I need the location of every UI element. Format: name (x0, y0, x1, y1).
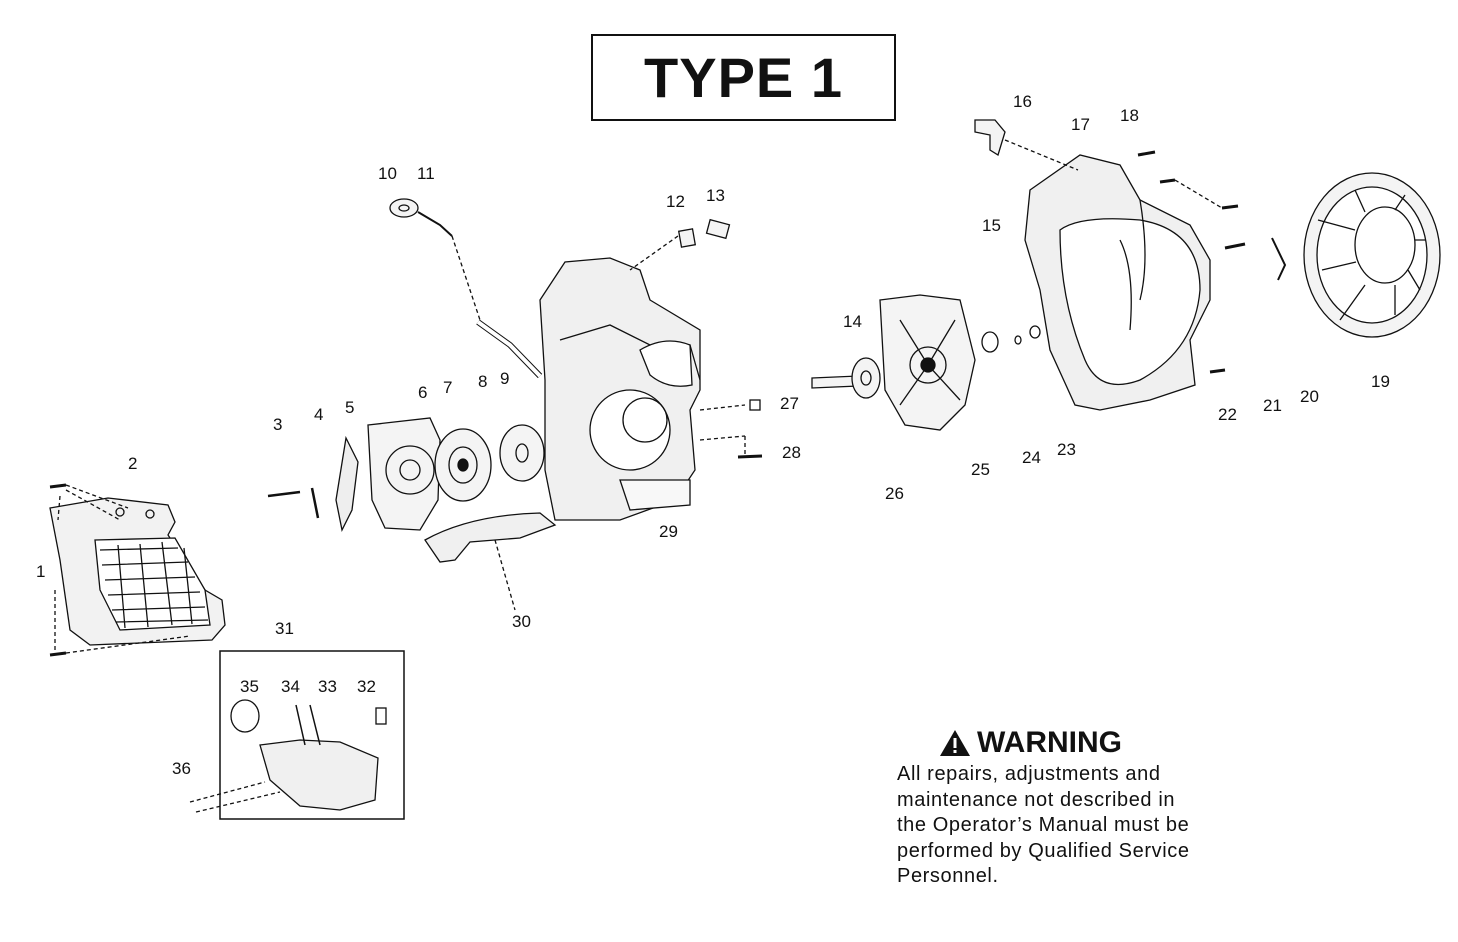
warning-header: WARNING (939, 726, 1257, 760)
callout-34: 34 (281, 677, 300, 696)
callout-20: 20 (1300, 387, 1319, 406)
callout-14: 14 (843, 312, 862, 331)
callout-16: 16 (1013, 92, 1032, 111)
warning-line: the Operator’s Manual must be (897, 814, 1190, 836)
clip-12 (677, 228, 697, 248)
callout-2: 2 (128, 454, 138, 473)
inset-box-31 (219, 650, 405, 820)
callout-3: 3 (273, 415, 283, 434)
callout-1: 1 (36, 562, 46, 581)
callout-29: 29 (659, 522, 678, 541)
callout-8: 8 (478, 372, 488, 391)
warning-triangle-icon (940, 730, 970, 756)
callout-31: 31 (275, 619, 294, 638)
starter-housing-part (367, 417, 441, 531)
callout-35: 35 (240, 677, 259, 696)
warning-notice: WARNING All repairs, adjustments and mai… (897, 726, 1257, 890)
warning-text: All repairs, adjustments and maintenance… (897, 762, 1257, 890)
callout-33: 33 (318, 677, 337, 696)
warning-line: All repairs, adjustments and (897, 763, 1161, 785)
warning-line: maintenance not described in (897, 788, 1176, 811)
switch-part (974, 119, 1006, 157)
callout-30: 30 (512, 612, 531, 631)
front-cover-part (49, 497, 226, 646)
spacer-part (851, 357, 881, 399)
fuel-cap-part (389, 198, 453, 237)
callout-15: 15 (982, 216, 1001, 235)
callout-19: 19 (1371, 372, 1390, 391)
callout-13: 13 (706, 186, 725, 205)
callout-22: 22 (1218, 405, 1237, 424)
callout-32: 32 (357, 677, 376, 696)
page-title: TYPE 1 (644, 46, 843, 109)
washer-part (499, 424, 545, 482)
callout-36: 36 (172, 759, 191, 778)
shaft-part (811, 375, 859, 389)
callout-17: 17 (1071, 115, 1090, 134)
cover-screws (49, 483, 67, 657)
callout-24: 24 (1022, 448, 1041, 467)
warning-line: performed by Qualified Service (897, 839, 1190, 862)
clip-13 (705, 218, 731, 240)
type-title-box: TYPE 1 (591, 34, 896, 121)
callout-18: 18 (1120, 106, 1139, 125)
callout-9: 9 (500, 369, 510, 388)
callout-26: 26 (885, 484, 904, 503)
fuel-tank-part (230, 699, 387, 811)
warning-line: Personnel. (897, 865, 999, 887)
callout-25: 25 (971, 460, 990, 479)
callout-11: 11 (417, 164, 435, 183)
callout-28: 28 (782, 443, 801, 462)
callout-21: 21 (1263, 396, 1282, 415)
gasket-part (335, 435, 359, 532)
intake-guard-part (1303, 172, 1441, 338)
warning-title: WARNING (977, 726, 1122, 759)
handle-part (424, 512, 557, 611)
callout-23: 23 (1057, 440, 1076, 459)
callout-10: 10 (378, 164, 397, 183)
impeller-part (879, 294, 976, 431)
blower-housing-part (1024, 154, 1211, 411)
callout-6: 6 (418, 383, 428, 402)
main-housing-part (539, 257, 701, 521)
callout-27: 27 (780, 394, 799, 413)
callout-5: 5 (345, 398, 355, 417)
callout-4: 4 (314, 405, 324, 424)
callout-7: 7 (443, 378, 453, 397)
screw-3 (267, 487, 320, 519)
callout-12: 12 (666, 192, 685, 211)
starter-pulley-part (434, 428, 492, 502)
